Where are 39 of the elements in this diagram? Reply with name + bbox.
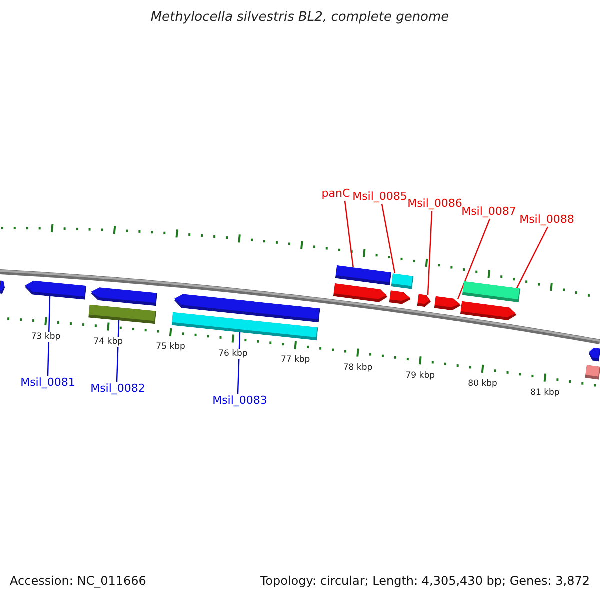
gene-label: Msil_0087	[462, 206, 516, 218]
gene-feature	[434, 296, 462, 312]
accession-text: Accession: NC_011666	[10, 574, 146, 588]
scale-label: 77 kbp	[280, 355, 312, 366]
scale-label: 75 kbp	[155, 342, 186, 352]
gene-label: Msil_0082	[90, 383, 146, 395]
gene-feature	[24, 280, 87, 300]
scale-label: 76 kbp	[218, 348, 249, 359]
leader-line	[381, 204, 396, 274]
title: Methylocella silvestris BL2, complete genome	[150, 10, 450, 25]
gene-bar	[585, 364, 600, 380]
gene-feature	[389, 290, 412, 306]
gene-label: Msil_0088	[520, 214, 574, 226]
gene-feature	[90, 286, 158, 306]
gene-label: Msil_0085	[352, 191, 408, 203]
leader-line	[457, 218, 491, 300]
leader-line	[427, 210, 433, 296]
leader-line	[47, 296, 51, 376]
gene-label: Msil_0086	[408, 198, 462, 210]
gene-label: Msil_0081	[20, 377, 76, 389]
gene-bar	[391, 273, 414, 289]
gene-bar	[335, 264, 392, 286]
gene-bar	[88, 304, 156, 324]
gene-label: panC	[322, 188, 350, 200]
gene-feature	[588, 346, 600, 362]
gene-bar	[172, 312, 318, 340]
scale-label: 81 kbp	[530, 388, 561, 398]
scale-label: 79 kbp	[404, 370, 436, 381]
scale-label: 73 kbp	[30, 332, 62, 342]
scale-label: 74 kbp	[92, 336, 124, 347]
leader-line	[344, 200, 354, 268]
scale-label: 80 kbp	[467, 378, 498, 389]
gene-feature	[0, 280, 6, 294]
gene-bar	[462, 281, 521, 303]
genome-stats-text: Topology: circular; Length: 4,305,430 bp; Genes: 3,872	[260, 574, 590, 588]
leader-line	[516, 226, 549, 289]
gene-label: Msil_0083	[212, 395, 268, 407]
scale-label: 78 kbp	[342, 362, 374, 373]
gene-feature	[417, 294, 432, 308]
